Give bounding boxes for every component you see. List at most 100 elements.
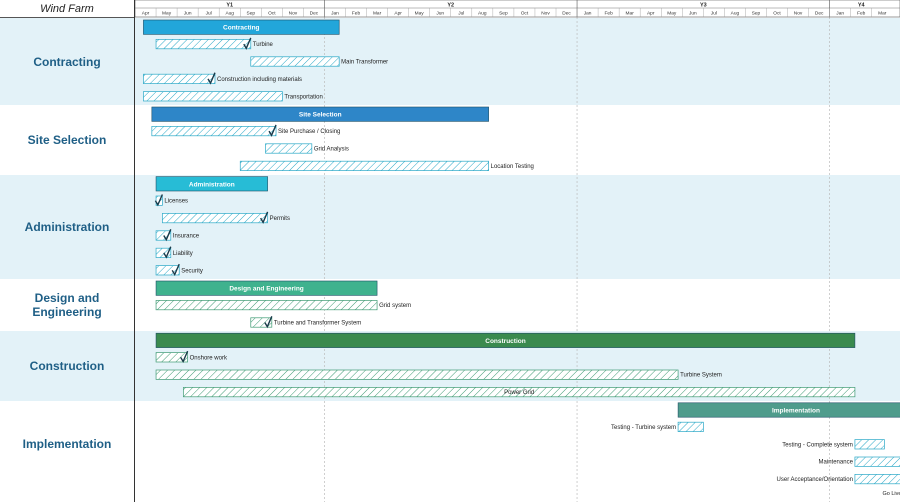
month-label: Sep [499, 11, 508, 17]
summary-bar-rect [143, 19, 340, 35]
task-bar-rect [155, 265, 180, 276]
month-label: Aug [478, 11, 487, 17]
task-bar: Location Testing [239, 160, 534, 171]
summary-bar-label: Design and Engineering [229, 286, 303, 293]
milestone: Go Live [882, 491, 900, 497]
month-label: Oct [268, 11, 276, 17]
group-label: Administration [24, 219, 110, 234]
month-label: May [162, 11, 172, 17]
month-label: Feb [604, 11, 613, 17]
complete-check-icon [180, 350, 189, 364]
task-bar-rect [854, 456, 900, 467]
task-label: Testing - Complete system [782, 442, 853, 448]
task-label: Maintenance [819, 460, 854, 466]
month-label: Jun [184, 11, 192, 17]
task-bar-rect [854, 439, 885, 450]
summary-bar: Design and Engineering [155, 280, 378, 296]
complete-check-icon [171, 263, 180, 277]
group-band [0, 174, 900, 279]
complete-check-icon [260, 211, 269, 224]
month-label: Oct [521, 11, 529, 17]
task-bar-rect [677, 421, 704, 432]
task-bar: Testing - Complete system [782, 439, 885, 450]
task-bar-rect [155, 247, 172, 258]
task-bar-rect [143, 91, 283, 102]
task-label: Transportation [284, 94, 322, 100]
complete-check-icon [163, 246, 172, 259]
month-label: May [667, 11, 677, 17]
task-label: Grid Analysis [314, 147, 349, 153]
summary-bar-rect [677, 402, 900, 418]
year-label: Y4 [858, 3, 866, 9]
month-label: Aug [731, 11, 740, 17]
task-label: User Acceptance/Orientation [777, 477, 853, 483]
complete-check-icon [268, 124, 277, 137]
task-label: Onshore work [190, 355, 228, 361]
task-label: Site Purchase / Closing [278, 129, 340, 135]
task-bar: Permits [162, 211, 290, 224]
group-label: Site Selection [27, 132, 107, 147]
complete-check-icon [207, 72, 216, 85]
task-label: Permits [270, 216, 290, 222]
task-label: Liability [173, 251, 193, 257]
task-bar: Turbine and Transformer System [250, 316, 361, 329]
task-bar-rect [854, 474, 900, 485]
summary-bar: Administration [155, 176, 268, 192]
task-bar-rect [183, 387, 856, 398]
group-label: Construction [29, 358, 105, 373]
task-bar: Turbine System [155, 369, 722, 380]
month-label: Mar [878, 11, 887, 17]
task-label: Licenses [164, 199, 188, 205]
task-bar-rect [162, 213, 268, 224]
task-bar: Testing - Turbine system [611, 421, 704, 432]
month-label: Nov [541, 11, 550, 17]
month-label: Sep [247, 11, 256, 17]
task-bar: Maintenance [819, 456, 900, 467]
task-bar-rect [155, 230, 172, 241]
task-label: Main Transformer [341, 60, 388, 66]
year-dividers [324, 17, 831, 502]
group-label: Design and Engineering [32, 291, 102, 320]
month-label: Apr [142, 11, 150, 17]
task-bar: Turbine [155, 37, 274, 50]
task-bar: User Acceptance/Orientation [777, 474, 900, 485]
month-label: Mar [626, 11, 635, 17]
task-label: Location Testing [491, 164, 534, 170]
complete-check-icon [163, 229, 172, 242]
task-bar: Insurance [155, 229, 200, 242]
summary-bar: Construction [155, 332, 856, 348]
task-label: Turbine and Transformer System [274, 321, 361, 327]
month-label: Apr [394, 11, 402, 17]
task-bar: Construction including materials [143, 72, 302, 85]
task-label: Security [181, 268, 203, 274]
month-label: Dec [310, 11, 319, 17]
summary-bar: Implementation [677, 402, 900, 418]
year-label: Y3 [700, 3, 707, 9]
month-label: Jul [206, 11, 212, 17]
complete-check-icon [154, 194, 164, 207]
month-label: Apr [647, 11, 655, 17]
task-bar: Transportation [143, 91, 323, 102]
year-label: Y2 [447, 3, 454, 9]
label-column-divider [134, 0, 135, 502]
month-label: Nov [289, 11, 298, 17]
summary-bar: Site Selection [151, 106, 489, 122]
task-label: Construction including materials [217, 77, 302, 83]
month-label: Jun [689, 11, 697, 17]
month-label: Sep [752, 11, 761, 17]
task-bar-rect [155, 352, 188, 363]
task-label: Testing - Turbine system [611, 425, 676, 431]
task-bar: Site Purchase / Closing [151, 124, 340, 137]
month-label: Dec [815, 11, 824, 17]
task-label: Turbine [253, 42, 274, 48]
month-label: Jun [436, 11, 444, 17]
task-bar: Onshore work [155, 350, 228, 364]
month-label: Mar [373, 11, 382, 17]
task-bar-rect [151, 126, 277, 137]
month-label: Nov [794, 11, 803, 17]
summary-bar-rect [155, 280, 378, 296]
